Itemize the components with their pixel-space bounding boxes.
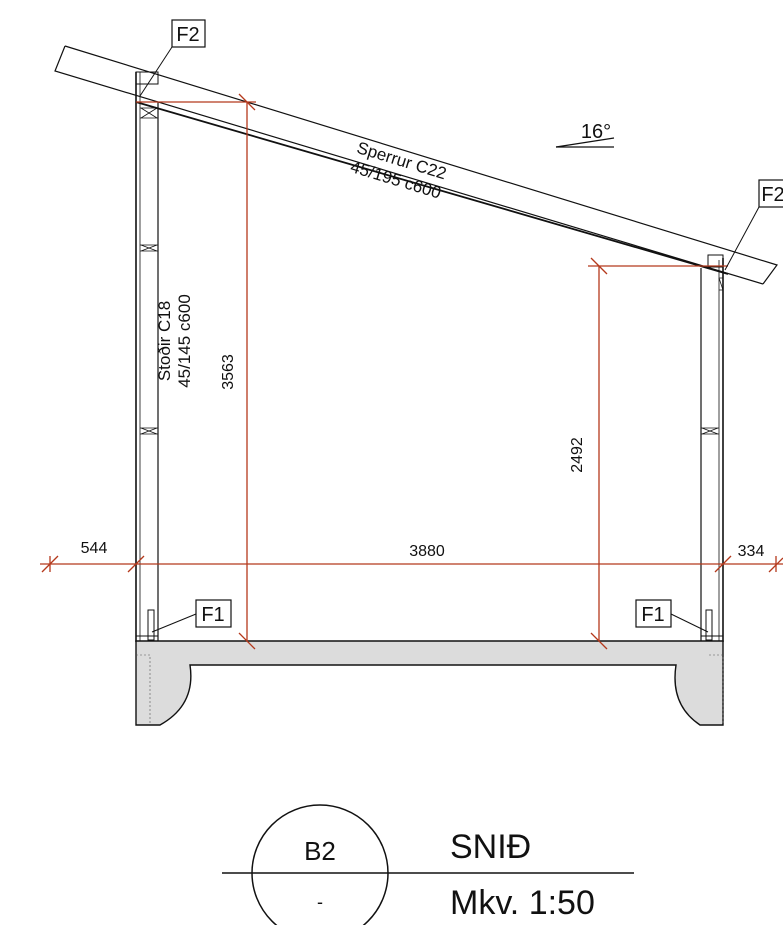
tag-f1-bottom-left: F1	[151, 599, 232, 633]
dim-span: 3880	[409, 543, 445, 560]
svg-text:F2: F2	[176, 24, 199, 46]
dim-overhang-left: 544	[81, 540, 108, 557]
svg-text:F2: F2	[761, 184, 783, 206]
stud-label-line2: 45/145 c600	[175, 294, 194, 388]
dimension-lines	[40, 93, 783, 650]
section-title: SNIÐ	[450, 828, 531, 866]
dim-left-height: 3563	[220, 354, 237, 390]
svg-text:F1: F1	[641, 604, 664, 626]
floor-slab	[135, 640, 724, 726]
tag-f1-bottom-right: F1	[635, 599, 709, 633]
section-sheet: -	[317, 892, 323, 912]
left-wall	[135, 71, 159, 642]
stud-label-line1: Stoðir C18	[155, 301, 174, 381]
section-id: B2	[304, 836, 336, 866]
dim-right-height: 2492	[569, 437, 586, 473]
section-scale: Mkv. 1:50	[450, 884, 595, 922]
svg-text:F1: F1	[201, 604, 224, 626]
title-block: B2 - SNIÐ Mkv. 1:50	[222, 804, 634, 925]
roof-pitch-slope	[555, 137, 615, 148]
tag-f2-top-right: F2	[724, 179, 783, 271]
roof-rafter	[54, 45, 778, 285]
roof-pitch-label: 16°	[581, 121, 611, 143]
right-wall	[700, 254, 724, 642]
dim-overhang-right: 334	[738, 543, 765, 560]
tag-f2-top-left: F2	[139, 19, 206, 97]
